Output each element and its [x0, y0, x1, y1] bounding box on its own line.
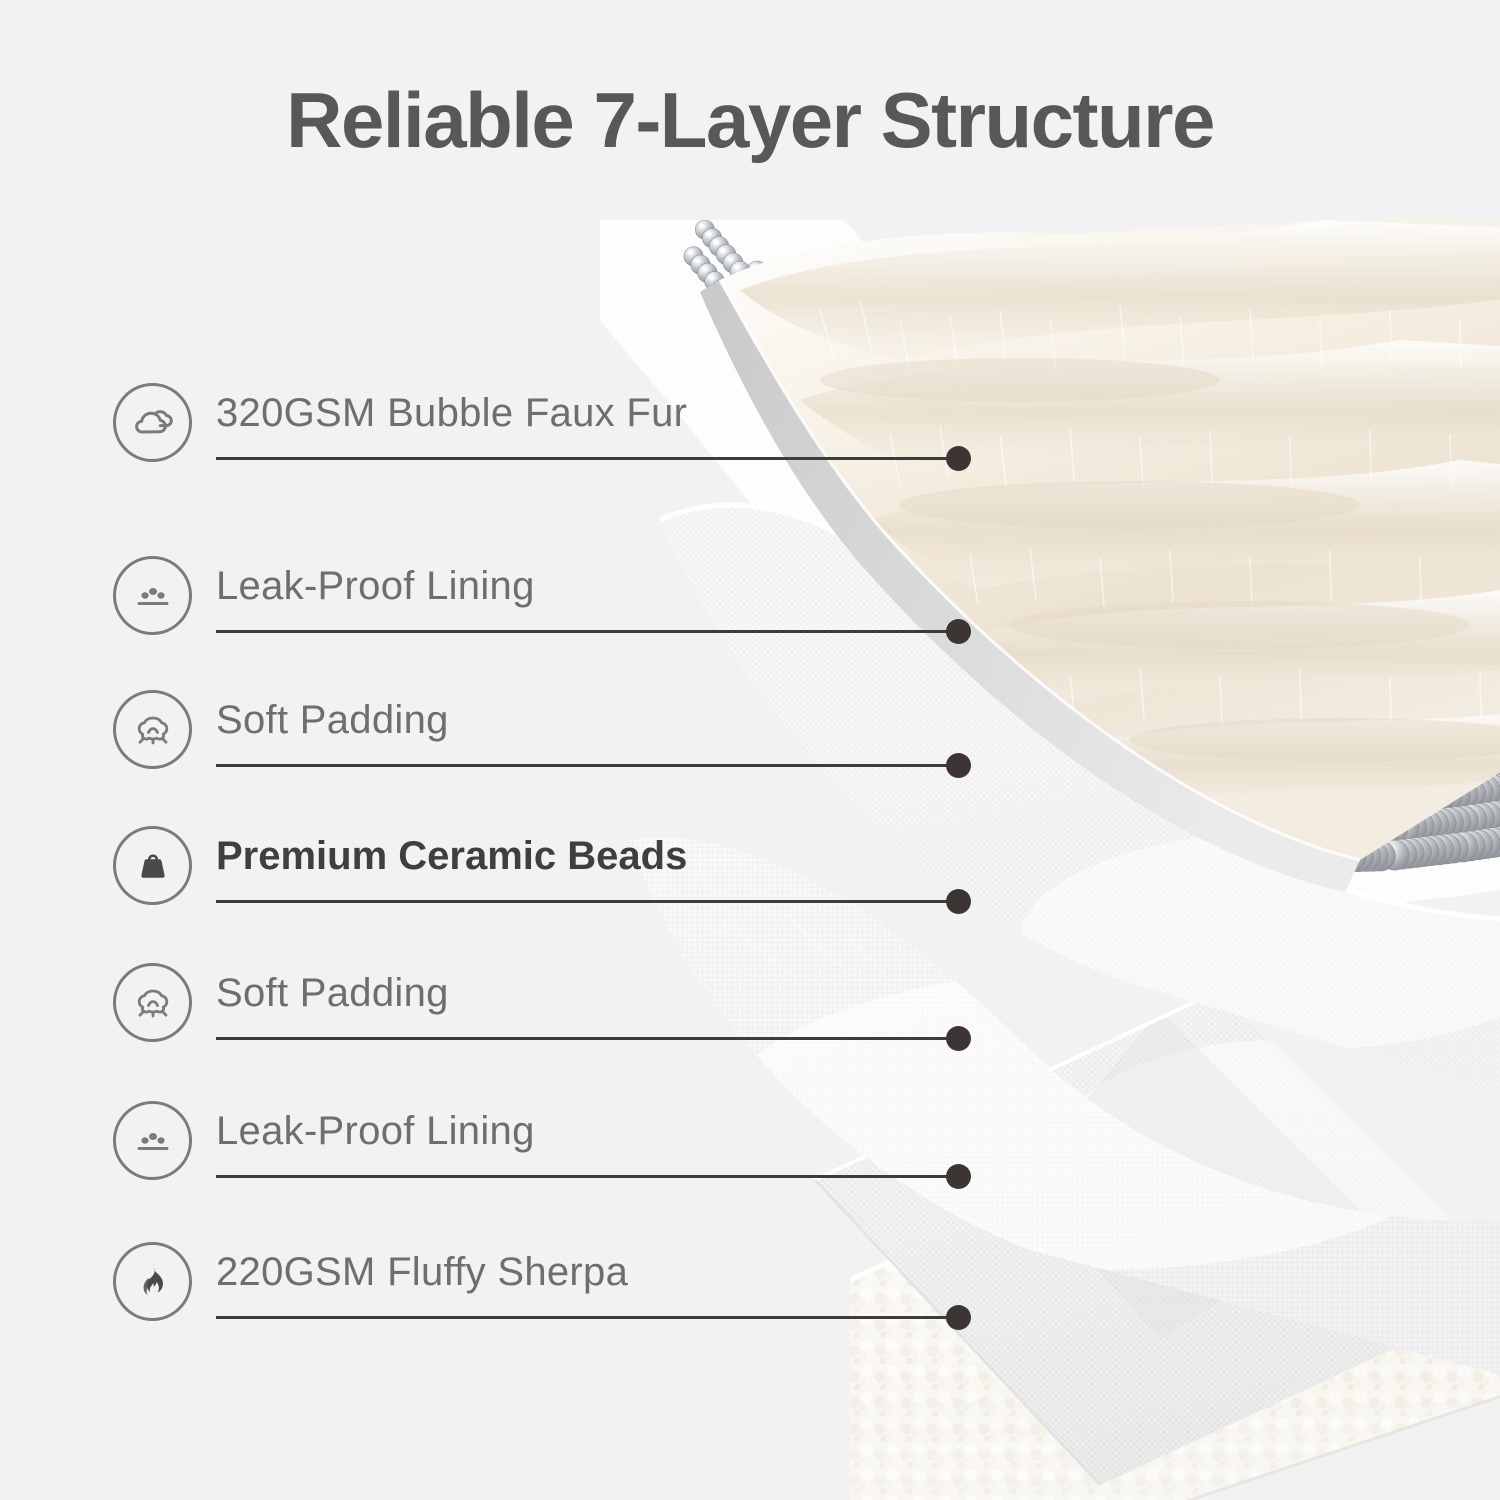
leader-line: [216, 1037, 960, 1040]
leader-dot: [946, 1026, 971, 1051]
layer-row: Leak-Proof Lining: [0, 556, 1500, 676]
leader-dot: [946, 446, 971, 471]
weight-icon: [113, 826, 192, 905]
layer-label: Soft Padding: [216, 971, 449, 1015]
layer-label: Leak-Proof Lining: [216, 1109, 535, 1153]
page-title: Reliable 7-Layer Structure: [286, 76, 1215, 164]
layer-label: Premium Ceramic Beads: [216, 834, 688, 878]
layer-label: Soft Padding: [216, 698, 449, 742]
pillow-icon: [113, 963, 192, 1042]
layer-row: 220GSM Fluffy Sherpa: [0, 1242, 1500, 1362]
leader-dot: [946, 1164, 971, 1189]
layer-row: 320GSM Bubble Faux Fur: [0, 383, 1500, 503]
leader-dot: [946, 619, 971, 644]
faux-fur-layer: [700, 220, 1500, 892]
layer-label: 320GSM Bubble Faux Fur: [216, 391, 688, 435]
layer-row: Premium Ceramic Beads: [0, 826, 1500, 946]
product-layer-photo: [600, 220, 1500, 1500]
droplets-over-line-icon: [113, 1101, 192, 1180]
layer-label: Leak-Proof Lining: [216, 564, 535, 608]
leader-dot: [946, 889, 971, 914]
flame-icon: [113, 1242, 192, 1321]
layer-row: Soft Padding: [0, 690, 1500, 810]
leader-line: [216, 764, 960, 767]
leader-line: [216, 900, 960, 903]
pillow-icon: [113, 690, 192, 769]
layer-label: 220GSM Fluffy Sherpa: [216, 1250, 629, 1294]
leader-line: [216, 1316, 960, 1319]
leader-dot: [946, 1305, 971, 1330]
cloud-icon: [113, 383, 192, 462]
droplets-over-line-icon: [113, 556, 192, 635]
leader-line: [216, 630, 960, 633]
leader-line: [216, 1175, 960, 1178]
layer-row: Soft Padding: [0, 963, 1500, 1083]
layer-row: Leak-Proof Lining: [0, 1101, 1500, 1221]
leader-line: [216, 457, 960, 460]
leader-dot: [946, 753, 971, 778]
